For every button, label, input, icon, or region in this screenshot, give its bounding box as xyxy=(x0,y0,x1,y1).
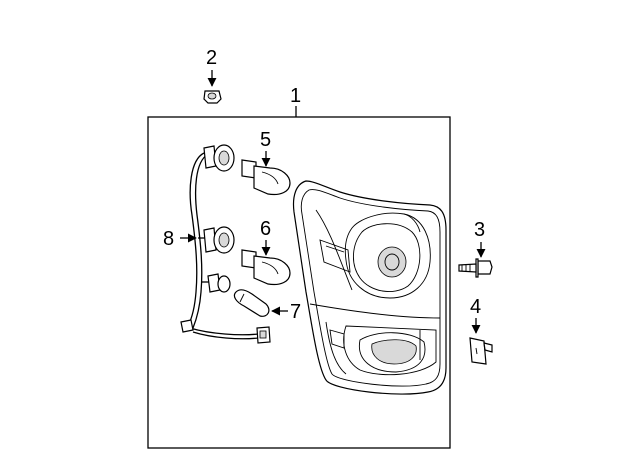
callout-8-label: 8 xyxy=(163,228,174,250)
callout-7-label: 7 xyxy=(290,301,301,323)
part-4-clip: 4 xyxy=(469,296,493,365)
callout-5-label: 5 xyxy=(260,129,271,151)
part-2-nut: 2 xyxy=(203,47,222,104)
assembly-box xyxy=(147,116,451,449)
part-5-bulb: 5 xyxy=(241,129,291,196)
callout-6-label: 6 xyxy=(260,218,271,240)
callout-2-label: 2 xyxy=(206,47,217,69)
part-7-bulb: 7 xyxy=(233,289,301,323)
callout-1: 1 xyxy=(290,85,301,117)
callout-3-label: 3 xyxy=(474,219,485,241)
tail-lamp-housing xyxy=(292,180,447,395)
callout-1-label: 1 xyxy=(290,85,301,107)
part-3-bolt: 3 xyxy=(458,219,493,278)
part-6-bulb: 6 xyxy=(241,218,291,286)
callout-4-label: 4 xyxy=(470,296,481,318)
part-8-wiring-harness: 8 xyxy=(163,144,271,344)
